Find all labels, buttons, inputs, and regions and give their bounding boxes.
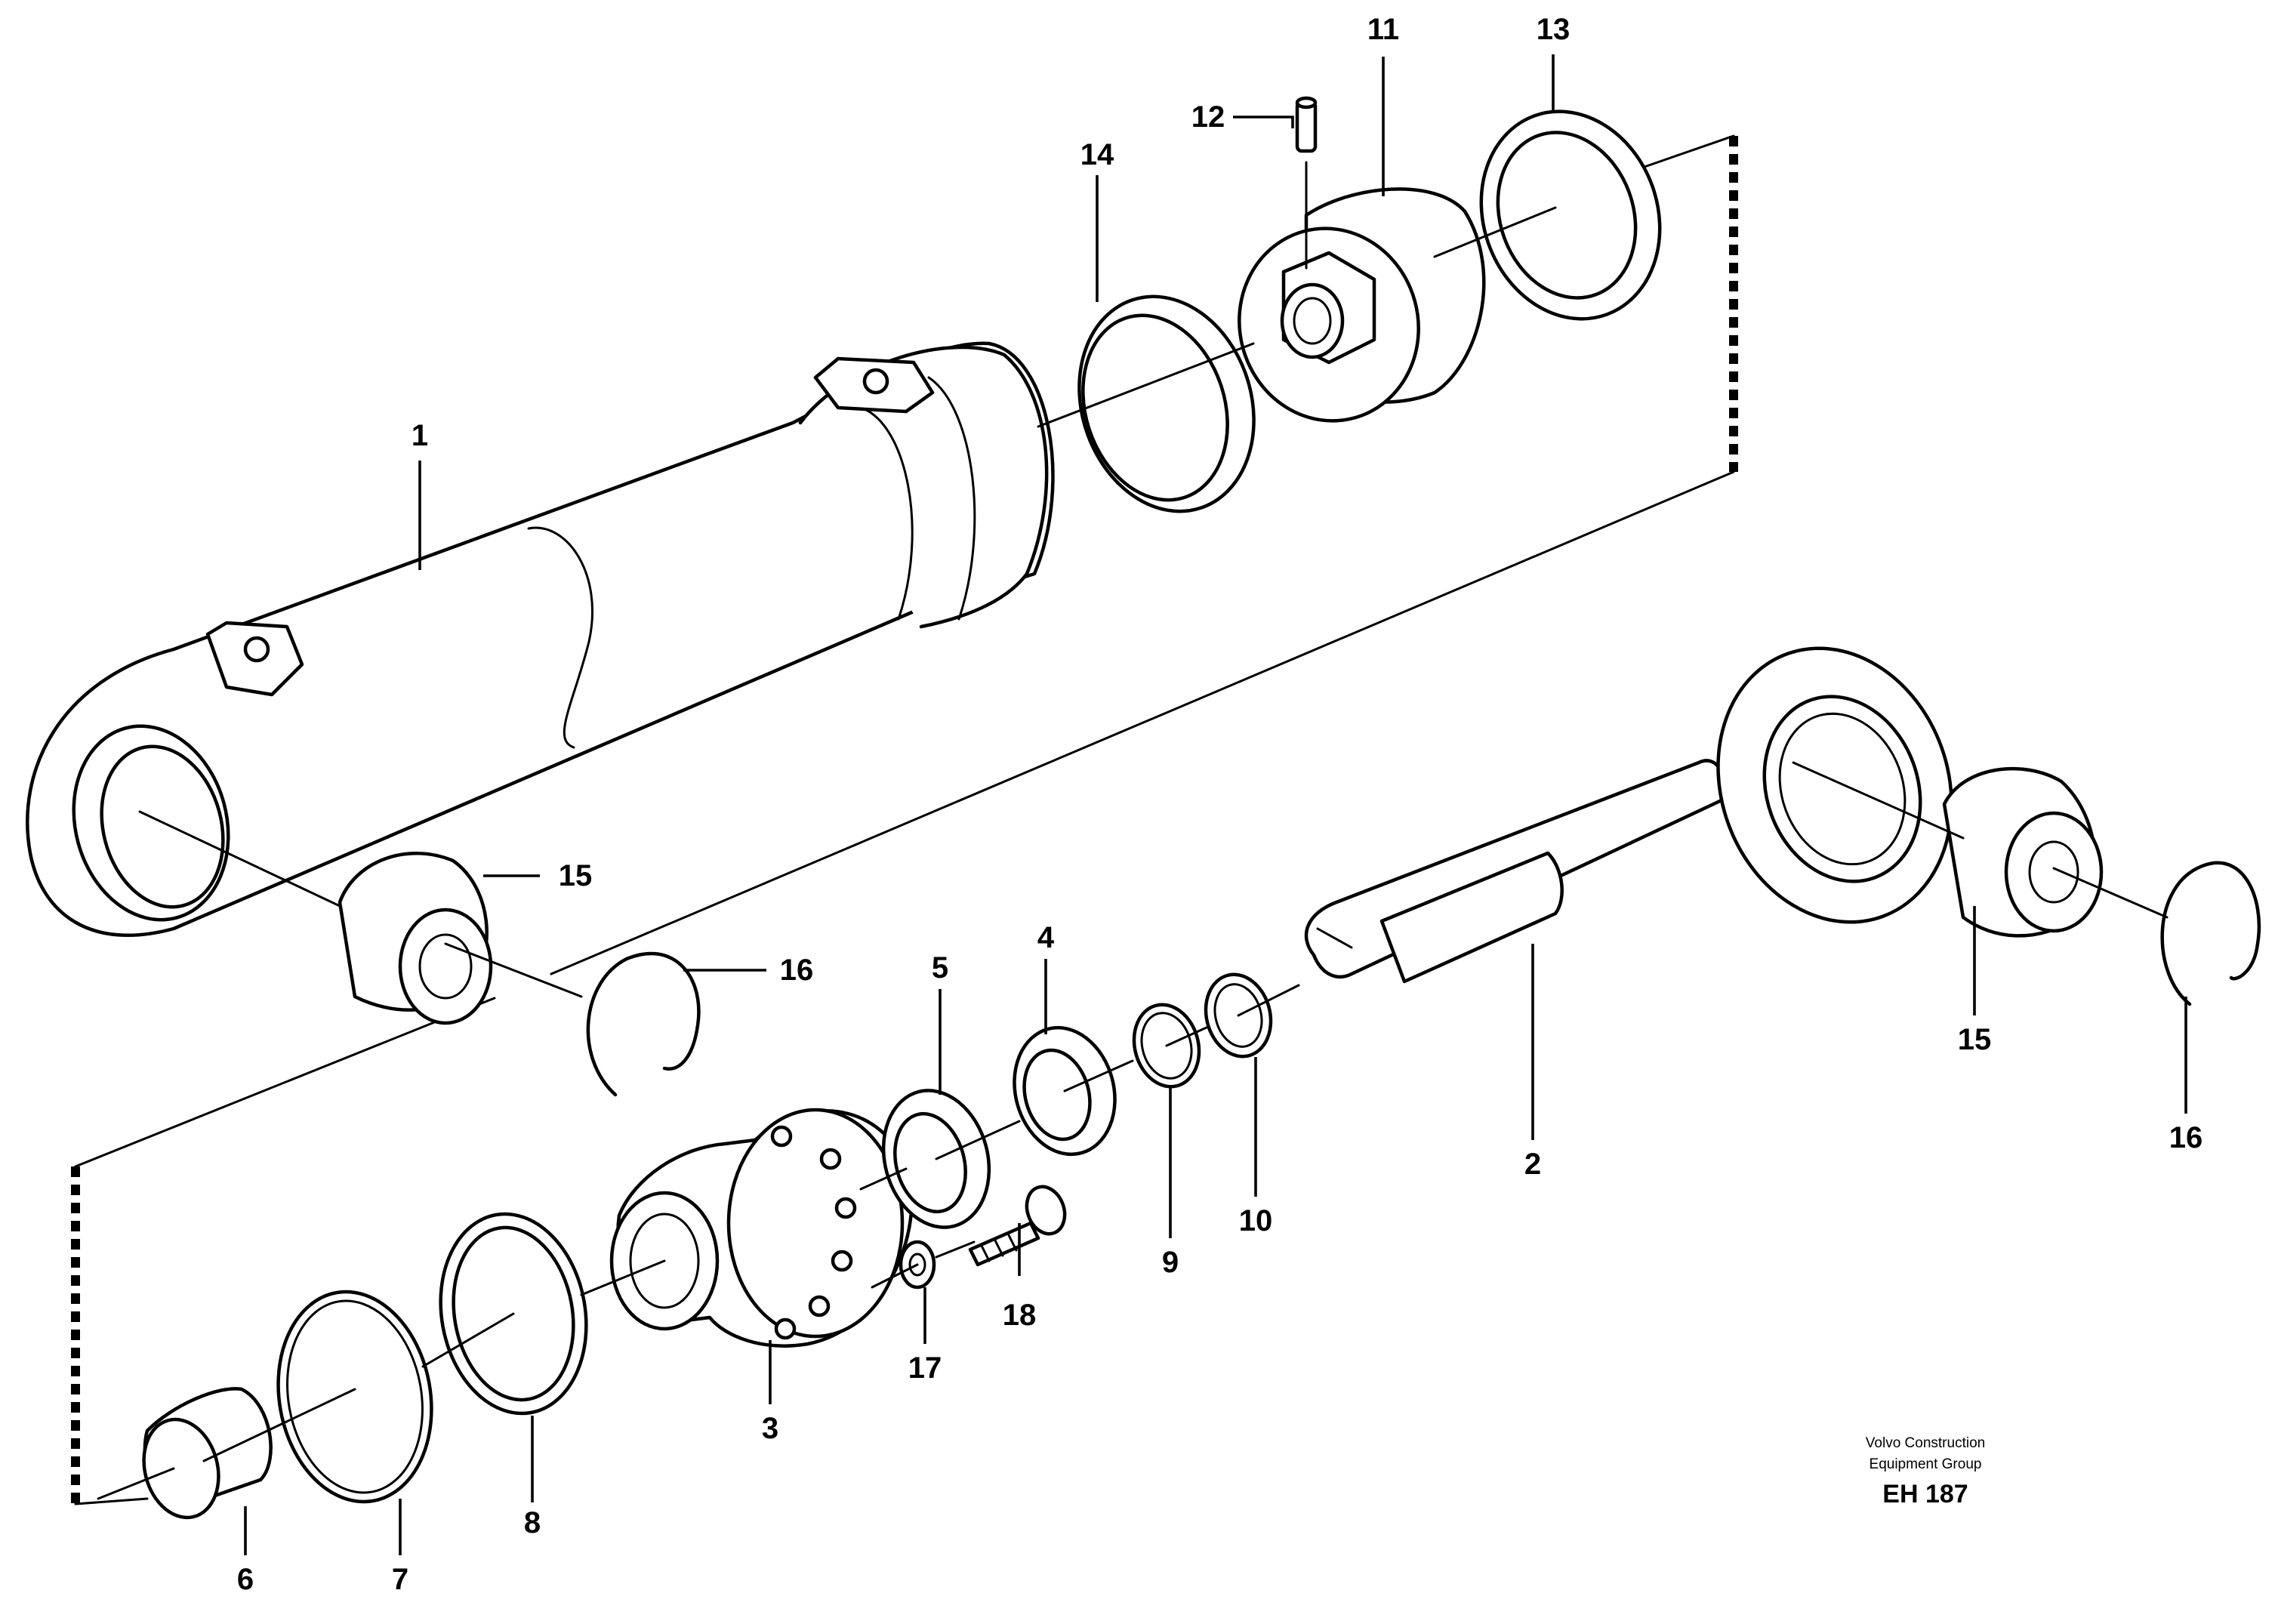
callout-5: 5 xyxy=(932,951,948,985)
callout-15-lower: 15 xyxy=(1958,1023,1992,1056)
drawing-code: EH 187 xyxy=(1882,1480,1968,1508)
callout-3: 3 xyxy=(762,1412,778,1445)
callout-8: 8 xyxy=(524,1506,541,1539)
bushing-a xyxy=(338,852,493,1025)
callout-6: 6 xyxy=(237,1563,254,1596)
piston xyxy=(1238,187,1486,423)
callout-7: 7 xyxy=(392,1563,408,1596)
piston-rod xyxy=(1304,646,1953,984)
assembly-lines xyxy=(97,161,2169,1500)
piston-seal-ring xyxy=(1479,109,1662,321)
callout-16-lower: 16 xyxy=(2169,1121,2203,1154)
callout-9: 9 xyxy=(1162,1246,1179,1279)
bushing-b xyxy=(1942,766,2104,938)
cylinder-barrel xyxy=(26,341,1055,937)
callout-numbers: 1 2 3 4 5 6 7 8 9 10 11 12 13 14 15 15 1… xyxy=(237,13,2202,1596)
callout-18: 18 xyxy=(1003,1299,1037,1332)
company-line-1: Volvo Construction xyxy=(1866,1435,1985,1451)
head-o-ring xyxy=(276,1290,433,1504)
snap-ring-a xyxy=(586,951,701,1097)
company-line-2: Equipment Group xyxy=(1870,1456,1982,1472)
snap-ring-b xyxy=(2160,861,2261,1006)
callout-2: 2 xyxy=(1524,1148,1541,1181)
break-lines xyxy=(71,134,1738,1505)
callout-13: 13 xyxy=(1537,13,1571,46)
callout-17: 17 xyxy=(908,1351,942,1385)
locking-pin xyxy=(1295,96,1318,153)
wear-ring xyxy=(1077,294,1256,513)
cylinder-head xyxy=(609,1108,914,1348)
callout-16-upper: 16 xyxy=(780,954,814,987)
drawing-credit: Volvo Construction Equipment Group EH 18… xyxy=(1866,1435,1985,1508)
callout-4: 4 xyxy=(1037,921,1055,954)
callout-15-upper: 15 xyxy=(559,859,593,892)
callout-14: 14 xyxy=(1080,138,1114,171)
callout-1: 1 xyxy=(412,419,428,452)
cap-screw xyxy=(968,1185,1067,1267)
callout-12: 12 xyxy=(1191,100,1225,134)
callout-10: 10 xyxy=(1239,1204,1273,1237)
guide-sleeve xyxy=(142,1387,273,1520)
callout-11: 11 xyxy=(1367,13,1399,46)
leader-lines xyxy=(244,54,2187,1555)
